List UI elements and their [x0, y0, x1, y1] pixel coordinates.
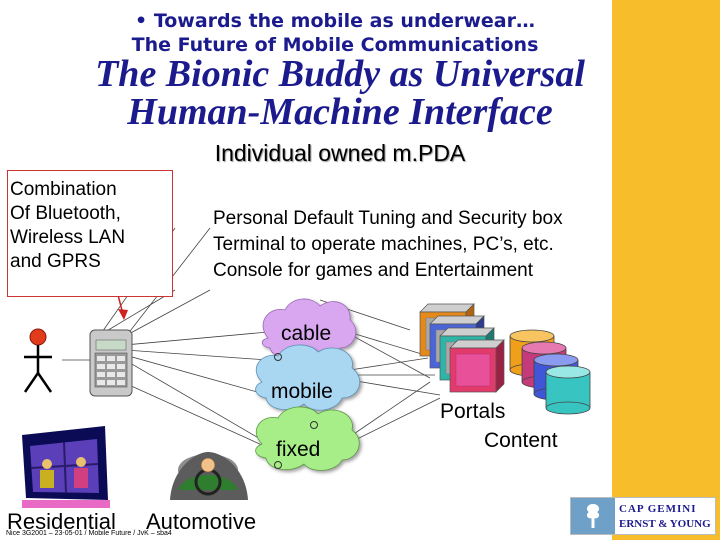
house-window-icon	[22, 426, 110, 508]
server-cube-icons	[419, 303, 505, 393]
mobile-label: mobile	[271, 380, 333, 403]
automotive-label: Automotive	[146, 509, 257, 534]
car-driver-icon	[170, 452, 248, 500]
logo-shield-icon	[571, 498, 615, 534]
logo-line-2: ERNST & YOUNG	[619, 518, 711, 530]
combination-line: Wireless LAN	[10, 227, 126, 248]
title-line-1-text: Towards the mobile as underwear…	[153, 10, 535, 32]
headline-line-1: The Bionic Buddy as Universal	[95, 53, 585, 95]
subheading: Individual owned m.PDA	[214, 140, 466, 166]
combination-line: and GPRS	[10, 251, 101, 272]
combination-callout: Combination Of Bluetooth, Wireless LAN a…	[7, 170, 173, 297]
title-line-2: The Future of Mobile Communications	[131, 34, 539, 56]
fixed-cloud	[255, 406, 360, 471]
feature-line: Personal Default Tuning and Security box	[213, 208, 563, 229]
accent-stripe	[612, 0, 720, 540]
cable-label: cable	[281, 322, 332, 345]
database-cylinder-icon	[545, 365, 591, 415]
feature-line: Terminal to operate machines, PC’s, etc.	[213, 234, 554, 255]
fixed-label: fixed	[276, 438, 321, 461]
bullet: •	[135, 10, 148, 32]
logo-line-1: CAP GEMINI	[619, 503, 697, 515]
features-list: Personal Default Tuning and Security box…	[213, 206, 563, 284]
combination-line: Of Bluetooth,	[10, 203, 121, 224]
title-line-1: • Towards the mobile as underwear…	[50, 10, 620, 32]
residential-label: Residential	[7, 509, 116, 534]
person-icon	[23, 328, 53, 393]
mobile-cloud	[255, 344, 361, 411]
mobile-pda-icon	[89, 329, 133, 397]
combination-line: Combination	[10, 179, 117, 200]
content-label: Content	[484, 429, 558, 452]
cable-cloud	[261, 298, 357, 360]
footer-note: Nice 3G2001 – 23-05-01 / Mobile Future /…	[6, 530, 172, 537]
headline-line-2: Human-Machine Interface	[127, 91, 553, 133]
portals-label: Portals	[440, 400, 506, 423]
cloud-bubbles	[274, 353, 318, 469]
callout-arrow-icon	[118, 309, 128, 320]
cap-gemini-logo: CAP GEMINI ERNST & YOUNG	[570, 497, 716, 535]
server-cube-icon	[449, 339, 505, 393]
feature-line: Console for games and Entertainment	[213, 260, 534, 281]
database-cylinder-icons	[509, 329, 591, 415]
